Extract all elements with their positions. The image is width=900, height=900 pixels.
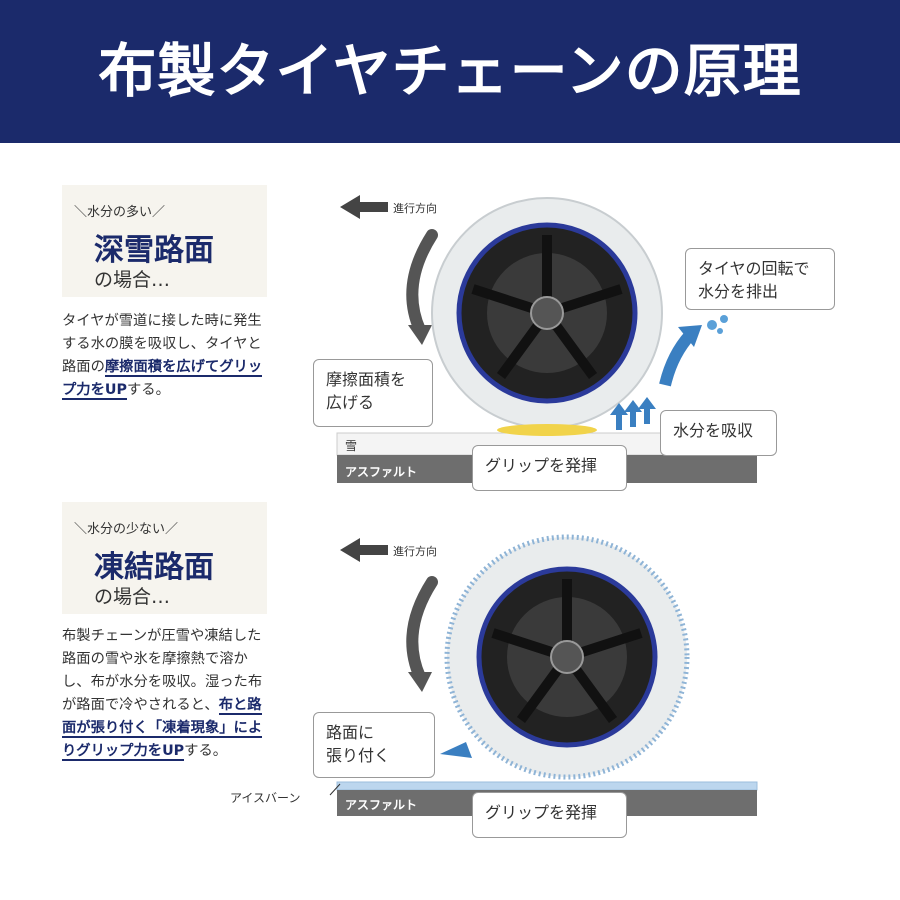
ice-layer	[336, 781, 758, 791]
callout-grip: グリップを発揮	[472, 445, 627, 491]
callout-friction: 摩擦面積を 広げる	[313, 359, 433, 427]
direction-label: 進行方向	[393, 202, 437, 215]
callout-stick: 路面に 張り付く	[313, 712, 435, 778]
contact-patch	[497, 424, 597, 436]
deep-snow-subtitle: の場合…	[94, 269, 171, 291]
road-asphalt-label: アスファルト	[345, 465, 418, 479]
deep-snow-desc-end: する。	[126, 382, 170, 398]
rotation-arrow-icon	[406, 229, 438, 336]
road-snow-label: 雪	[345, 439, 358, 453]
section-icy: ＼水分の少ない／ 凍結路面 の場合… 布製チェーンが圧雪や凍結した路面の雪や氷を…	[0, 492, 900, 842]
icy-desc-highlight: 布と路面が張り付く「凍着現象」によりグリップ力をUP	[62, 697, 263, 761]
direction-arrow-icon	[340, 538, 388, 562]
rotation-arrow-icon	[406, 576, 438, 683]
deep-snow-title: 深雪路面	[94, 233, 214, 268]
absorb-arrows-icon	[610, 397, 656, 430]
icy-desc-end: する。	[184, 743, 228, 759]
icy-description: 布製チェーンが圧雪や凍結した路面の雪や氷を摩擦熱で溶かし、布が水分を吸収。湿った…	[62, 625, 272, 763]
deep-snow-kicker: ＼水分の多い／	[74, 205, 166, 220]
road-asphalt-label: アスファルト	[345, 798, 418, 812]
section-deep-snow: ＼水分の多い／ 深雪路面 の場合… タイヤが雪道に接した時に発生する水の膜を吸収…	[0, 175, 900, 525]
direction-label: 進行方向	[393, 545, 437, 558]
road-ice-label: アイスバーン	[230, 791, 301, 805]
icy-kicker: ＼水分の少ない／	[74, 522, 179, 537]
deep-snow-desc-highlight: 摩擦面積を広げてグリップ力をUP	[62, 359, 263, 400]
icy-illustration	[329, 534, 758, 816]
direction-arrow-icon	[340, 195, 388, 219]
water-drop-icon	[707, 320, 717, 330]
icy-diagram: 進行方向 路面に 張り付く グリップを発揮 アイスバーン アスファルト	[230, 492, 780, 842]
callout-grip: グリップを発揮	[472, 792, 627, 838]
icy-label-box: ＼水分の少ない／ 凍結路面 の場合…	[62, 502, 267, 614]
deep-snow-label-box: ＼水分の多い／ 深雪路面 の場合…	[62, 185, 267, 297]
page-title: 布製タイヤチェーンの原理	[98, 37, 802, 105]
icy-title: 凍結路面	[94, 550, 214, 585]
icy-desc-text: 布製チェーンが圧雪や凍結した路面の雪や氷を摩擦熱で溶かし、布が水分を吸収。湿った…	[62, 628, 263, 713]
callout-rotation: タイヤの回転で 水分を排出	[685, 248, 835, 310]
expel-arrow-icon	[659, 330, 695, 387]
callout-absorb: 水分を吸収	[660, 410, 777, 456]
stick-arrow-icon	[440, 742, 472, 758]
deep-snow-diagram: 進行方向 タイヤの回転で 水分を排出 摩擦面積を 広げる 水分を吸収 グリップを…	[300, 175, 835, 525]
icy-subtitle: の場合…	[94, 586, 171, 608]
deep-snow-description: タイヤが雪道に接した時に発生する水の膜を吸収し、タイヤと路面の摩擦面積を広げてグ…	[62, 310, 272, 402]
deep-snow-illustration	[336, 195, 758, 483]
header-banner: 布製タイヤチェーンの原理	[0, 0, 900, 143]
deep-snow-desc-text: タイヤが雪道に接した時に発生する水の膜を吸収し、タイヤと路面の	[62, 313, 262, 375]
